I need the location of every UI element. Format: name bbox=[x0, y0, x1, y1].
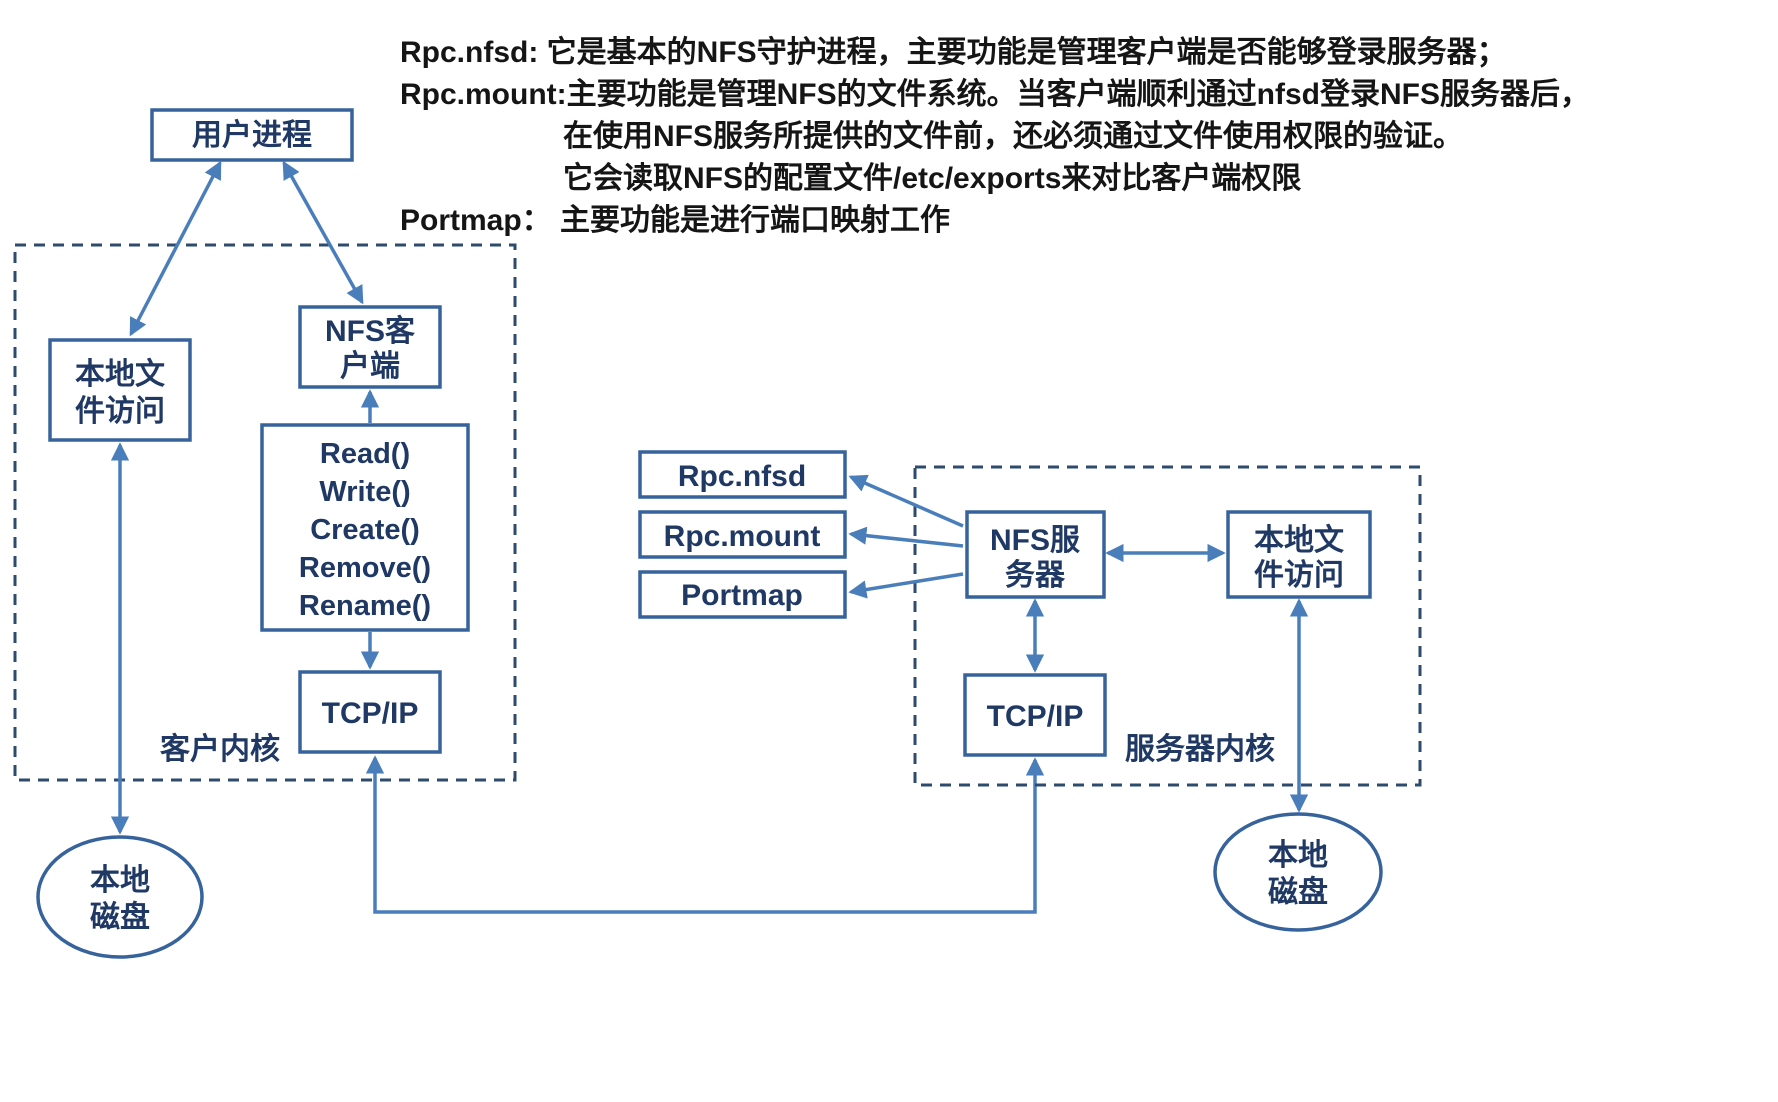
arrow-user-process-local-file bbox=[129, 160, 222, 337]
client-disk-label-2: 磁盘 bbox=[90, 900, 150, 934]
annotation-rpc-mount: Rpc.mount:主要功能是管理NFS的文件系统。当客户端顺利通过nfsd登录… bbox=[400, 77, 1590, 111]
op-create: Create() bbox=[310, 514, 420, 546]
arrow-nfs-server-to-rpc-mount bbox=[848, 526, 964, 548]
server-tcpip-box bbox=[963, 673, 1107, 757]
server-local-file-access-label-2: 件访问 bbox=[1254, 559, 1344, 592]
server-tcpip-label: TCP/IP bbox=[987, 700, 1084, 733]
user-process-box bbox=[150, 108, 354, 162]
op-read: Read() bbox=[320, 438, 410, 470]
nfs-server-label-1: NFS服 bbox=[990, 524, 1081, 557]
user-process-label: 用户进程 bbox=[192, 119, 312, 152]
file-operations-box bbox=[260, 423, 470, 632]
server-local-file-access-label-1: 本地文 bbox=[1254, 523, 1344, 557]
client-disk-label-1: 本地 bbox=[90, 864, 150, 897]
nfs-client-box bbox=[298, 305, 442, 389]
annotation-rpc-mount-2: 在使用NFS服务所提供的文件前，还必须通过文件使用权限的验证。 bbox=[563, 119, 1463, 153]
server-local-file-access-box bbox=[1226, 510, 1372, 599]
nfs-server-label-2: 务器 bbox=[1005, 559, 1066, 592]
arrow-nfs-server-to-portmap bbox=[848, 572, 964, 599]
portmap-box bbox=[638, 570, 847, 619]
client-tcpip-box bbox=[298, 670, 442, 754]
client-local-file-access-box bbox=[48, 338, 192, 442]
op-write: Write() bbox=[319, 476, 410, 508]
server-disk-label-2: 磁盘 bbox=[1268, 875, 1328, 909]
server-disk-label-1: 本地 bbox=[1268, 839, 1328, 872]
server-kernel-boundary bbox=[913, 465, 1422, 787]
client-kernel-boundary bbox=[13, 243, 517, 782]
arrow-user-process-nfs-client bbox=[282, 160, 364, 305]
annotation-rpc-mount-3: 它会读取NFS的配置文件/etc/exports来对比客户端权限 bbox=[563, 161, 1301, 195]
rpc-mount-box bbox=[638, 510, 847, 559]
nfs-server-box bbox=[965, 510, 1106, 599]
annotation-portmap: Portmap： 主要功能是进行端口映射工作 bbox=[400, 204, 950, 237]
op-remove: Remove() bbox=[299, 552, 431, 584]
client-local-file-access-label-1: 本地文 bbox=[75, 357, 165, 391]
server-kernel-label: 服务器内核 bbox=[1125, 733, 1275, 766]
op-rename: Rename() bbox=[299, 590, 431, 622]
client-local-disk bbox=[36, 835, 204, 959]
portmap-label: Portmap bbox=[681, 579, 803, 612]
client-kernel-label: 客户内核 bbox=[160, 732, 280, 766]
arrow-nfs-server-to-rpc-nfsd bbox=[848, 474, 964, 528]
server-local-disk bbox=[1213, 812, 1383, 932]
client-tcpip-label: TCP/IP bbox=[322, 697, 419, 730]
annotation-rpc-nfsd: Rpc.nfsd: 它是基本的NFS守护进程，主要功能是管理客户端是否能够登录服… bbox=[400, 35, 1507, 69]
rpc-nfsd-label: Rpc.nfsd bbox=[678, 460, 806, 493]
rpc-nfsd-box bbox=[638, 450, 847, 499]
client-local-file-access-label-2: 件访问 bbox=[75, 395, 165, 428]
nfs-client-label-2: 户端 bbox=[340, 350, 400, 383]
nfs-client-label-1: NFS客 bbox=[325, 314, 415, 348]
arrow-tcpip-client-to-tcpip-server bbox=[365, 755, 1045, 914]
rpc-mount-label: Rpc.mount bbox=[664, 520, 821, 553]
